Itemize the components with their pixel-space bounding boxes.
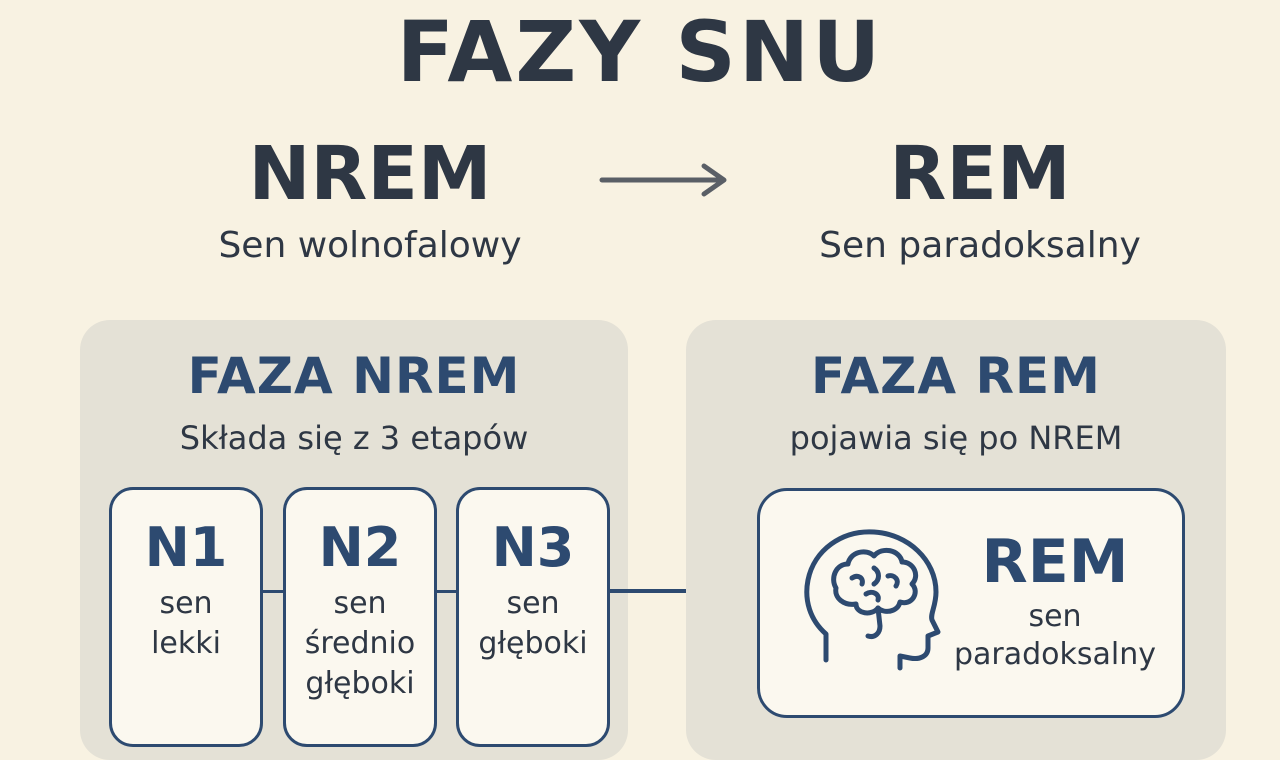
rem-stage-box bbox=[757, 488, 1185, 718]
stage-code: N1 bbox=[144, 516, 228, 579]
stage-code: N3 bbox=[491, 516, 575, 579]
stage-n2-box: N2 sen średnio głęboki bbox=[283, 487, 437, 747]
nrem-panel-title: FAZA NREM bbox=[187, 347, 521, 405]
page-title: FAZY SNU bbox=[396, 3, 884, 101]
rem-heading: REM bbox=[889, 131, 1071, 217]
stage-n1-box: N1 sen lekki bbox=[109, 487, 263, 747]
stage-description: sen lekki bbox=[151, 586, 221, 661]
stage-description: sen głęboki bbox=[478, 586, 588, 661]
stage-code: N2 bbox=[318, 516, 402, 579]
nrem-subtitle: Sen wolnofalowy bbox=[218, 225, 522, 266]
rem-panel-subtitle: pojawia się po NREM bbox=[789, 419, 1123, 457]
stage-connector bbox=[263, 590, 283, 593]
nrem-heading: NREM bbox=[248, 131, 492, 217]
right-arrow-icon bbox=[599, 163, 727, 197]
rem-stage-description: sen paradoksalny bbox=[953, 599, 1157, 672]
nrem-panel-subtitle: Składa się z 3 etapów bbox=[179, 419, 529, 457]
stage-description: sen średnio głęboki bbox=[304, 586, 416, 701]
rem-subtitle: Sen paradoksalny bbox=[819, 225, 1141, 266]
stage-connector bbox=[437, 590, 456, 593]
stage-n3-box: N3 sen głęboki bbox=[456, 487, 610, 747]
rem-stage-code: REM bbox=[981, 527, 1129, 597]
brain-head-icon bbox=[804, 529, 941, 671]
rem-panel-title: FAZA REM bbox=[811, 347, 1101, 405]
